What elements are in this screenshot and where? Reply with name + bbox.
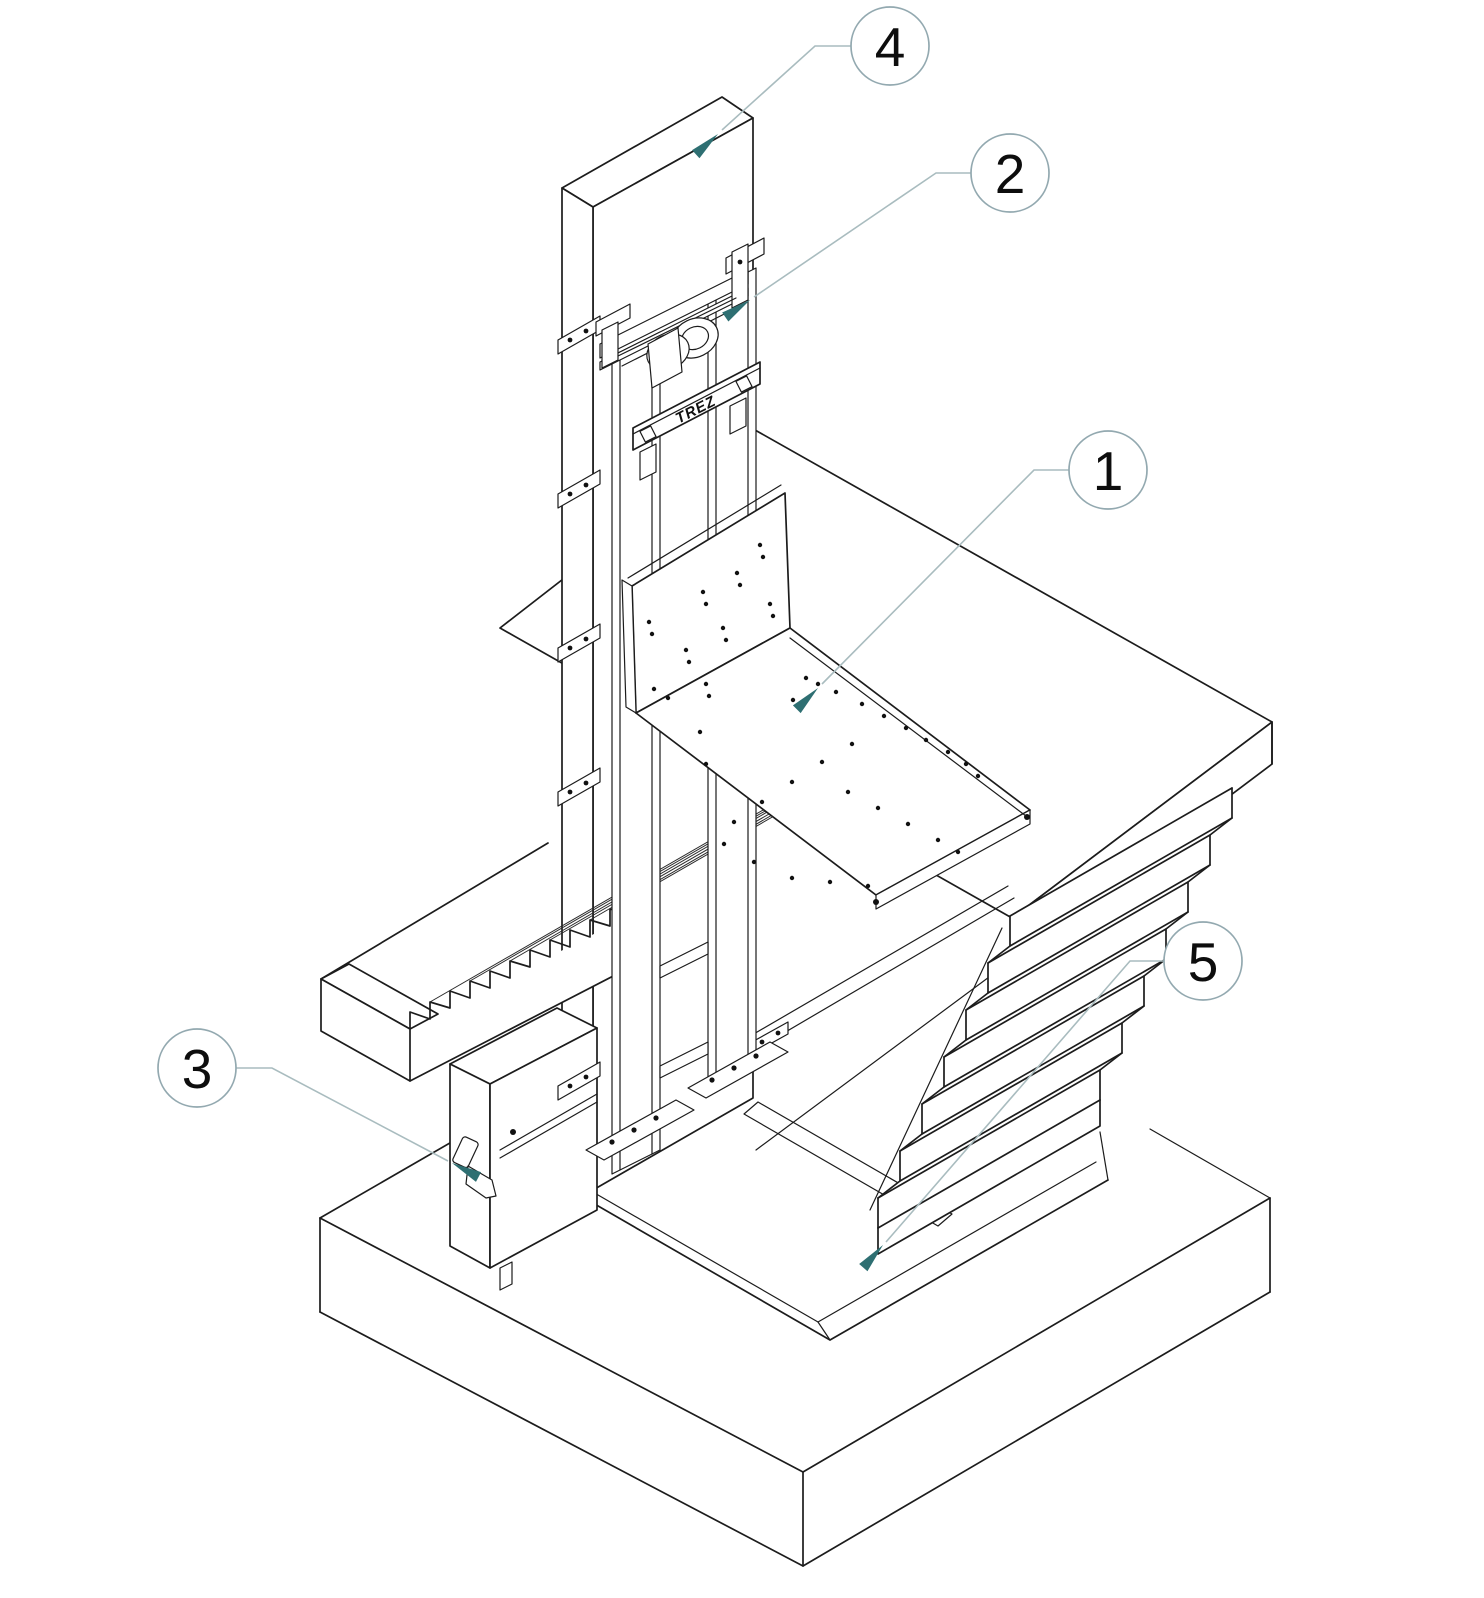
callout-leaders xyxy=(235,45,1165,1272)
arrow-to-platform xyxy=(792,688,818,714)
callout-5: 5 xyxy=(1163,921,1243,1001)
arrow-to-pit xyxy=(859,1245,883,1272)
arrow-to-drive-unit xyxy=(722,300,750,322)
callout-2-number: 2 xyxy=(995,143,1026,205)
callout-2: 2 xyxy=(970,133,1050,213)
platform xyxy=(621,484,1031,910)
arrow-to-cabinet xyxy=(452,1163,482,1182)
ground-slab xyxy=(319,1128,1271,1567)
callout-3-number: 3 xyxy=(182,1038,213,1100)
mast-brackets xyxy=(557,315,789,1101)
cabinet-foot xyxy=(499,1261,513,1291)
callout-1: 1 xyxy=(1068,430,1148,510)
callout-4: 4 xyxy=(850,6,930,86)
panel-fasteners xyxy=(646,542,776,701)
callout-3: 3 xyxy=(157,1028,237,1108)
floor-fasteners xyxy=(697,675,981,889)
callout-5-number: 5 xyxy=(1188,931,1219,993)
drive-carriage: TREZ xyxy=(595,237,765,481)
control-cabinet xyxy=(449,1007,598,1291)
callout-balloons: 4 2 1 3 5 xyxy=(157,6,1243,1108)
callout-4-number: 4 xyxy=(875,16,906,78)
right-stair-flight xyxy=(869,787,1233,1255)
arrow-to-mast xyxy=(692,134,718,159)
rail-base-plates xyxy=(585,1041,789,1161)
callout-1-number: 1 xyxy=(1093,440,1124,502)
motor-drum xyxy=(646,317,719,389)
